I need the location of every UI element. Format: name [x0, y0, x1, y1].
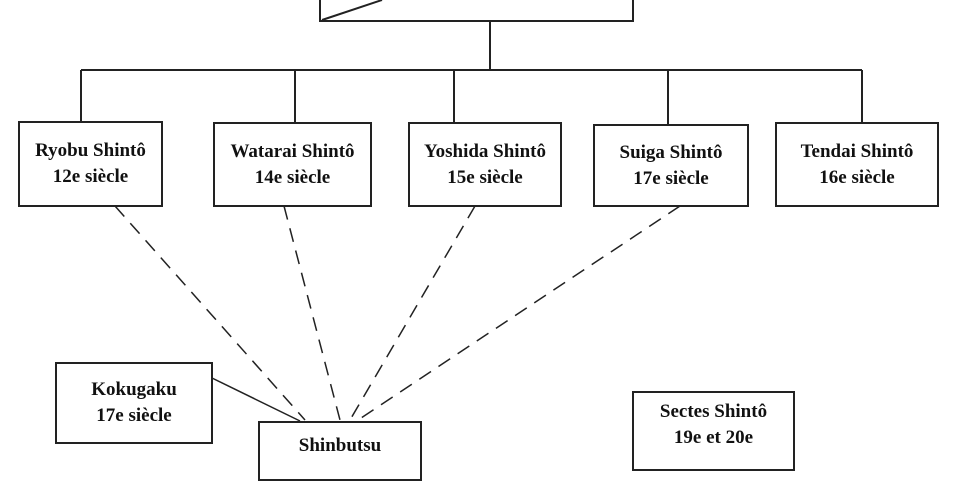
watarai-shinto-box: Watarai Shintô 14e siècle: [213, 122, 372, 207]
school-name: Suiga Shintô: [619, 141, 723, 163]
sectes-shinto-box: Sectes Shintô 19e et 20e: [632, 391, 795, 471]
kokugaku-link: [211, 377, 301, 422]
school-period: 12e siècle: [52, 166, 129, 187]
school-name: Tendai Shintô: [800, 140, 914, 162]
kokugaku-period: 17e siècle: [96, 405, 172, 426]
connector-lines: [80, 0, 863, 422]
dashed-link-yoshida: [349, 205, 476, 421]
school-name: Ryobu Shintô: [35, 140, 146, 161]
school-name: Watarai Shintô: [230, 140, 355, 162]
root-diagonal-line: [321, 0, 383, 21]
school-period: 14e siècle: [254, 166, 331, 188]
school-period: 16e siècle: [819, 166, 895, 188]
suiga-shinto-box: Suiga Shintô 17e siècle: [593, 124, 749, 207]
school-name: Yoshida Shintô: [424, 140, 546, 162]
shinbutsu-box: Shinbutsu: [258, 421, 422, 481]
tendai-shinto-box: Tendai Shintô 16e siècle: [775, 122, 939, 207]
shinbutsu-name: Shinbutsu: [298, 435, 382, 456]
yoshida-shinto-box: Yoshida Shintô 15e siècle: [408, 122, 562, 207]
dashed-link-suiga: [357, 205, 681, 421]
kokugaku-box: Kokugaku 17e siècle: [55, 362, 213, 444]
school-period: 15e siècle: [447, 166, 523, 188]
school-period: 17e siècle: [633, 167, 709, 189]
dashed-link-watarai: [283, 205, 341, 421]
ryobu-shinto-box: Ryobu Shintô 12e siècle: [18, 121, 163, 207]
sectes-name: Sectes Shintô: [659, 401, 768, 422]
kokugaku-name: Kokugaku: [91, 379, 177, 400]
sectes-period: 19e et 20e: [673, 427, 754, 448]
top-root-box: [319, 0, 634, 22]
dashed-link-ryobu: [114, 205, 306, 421]
